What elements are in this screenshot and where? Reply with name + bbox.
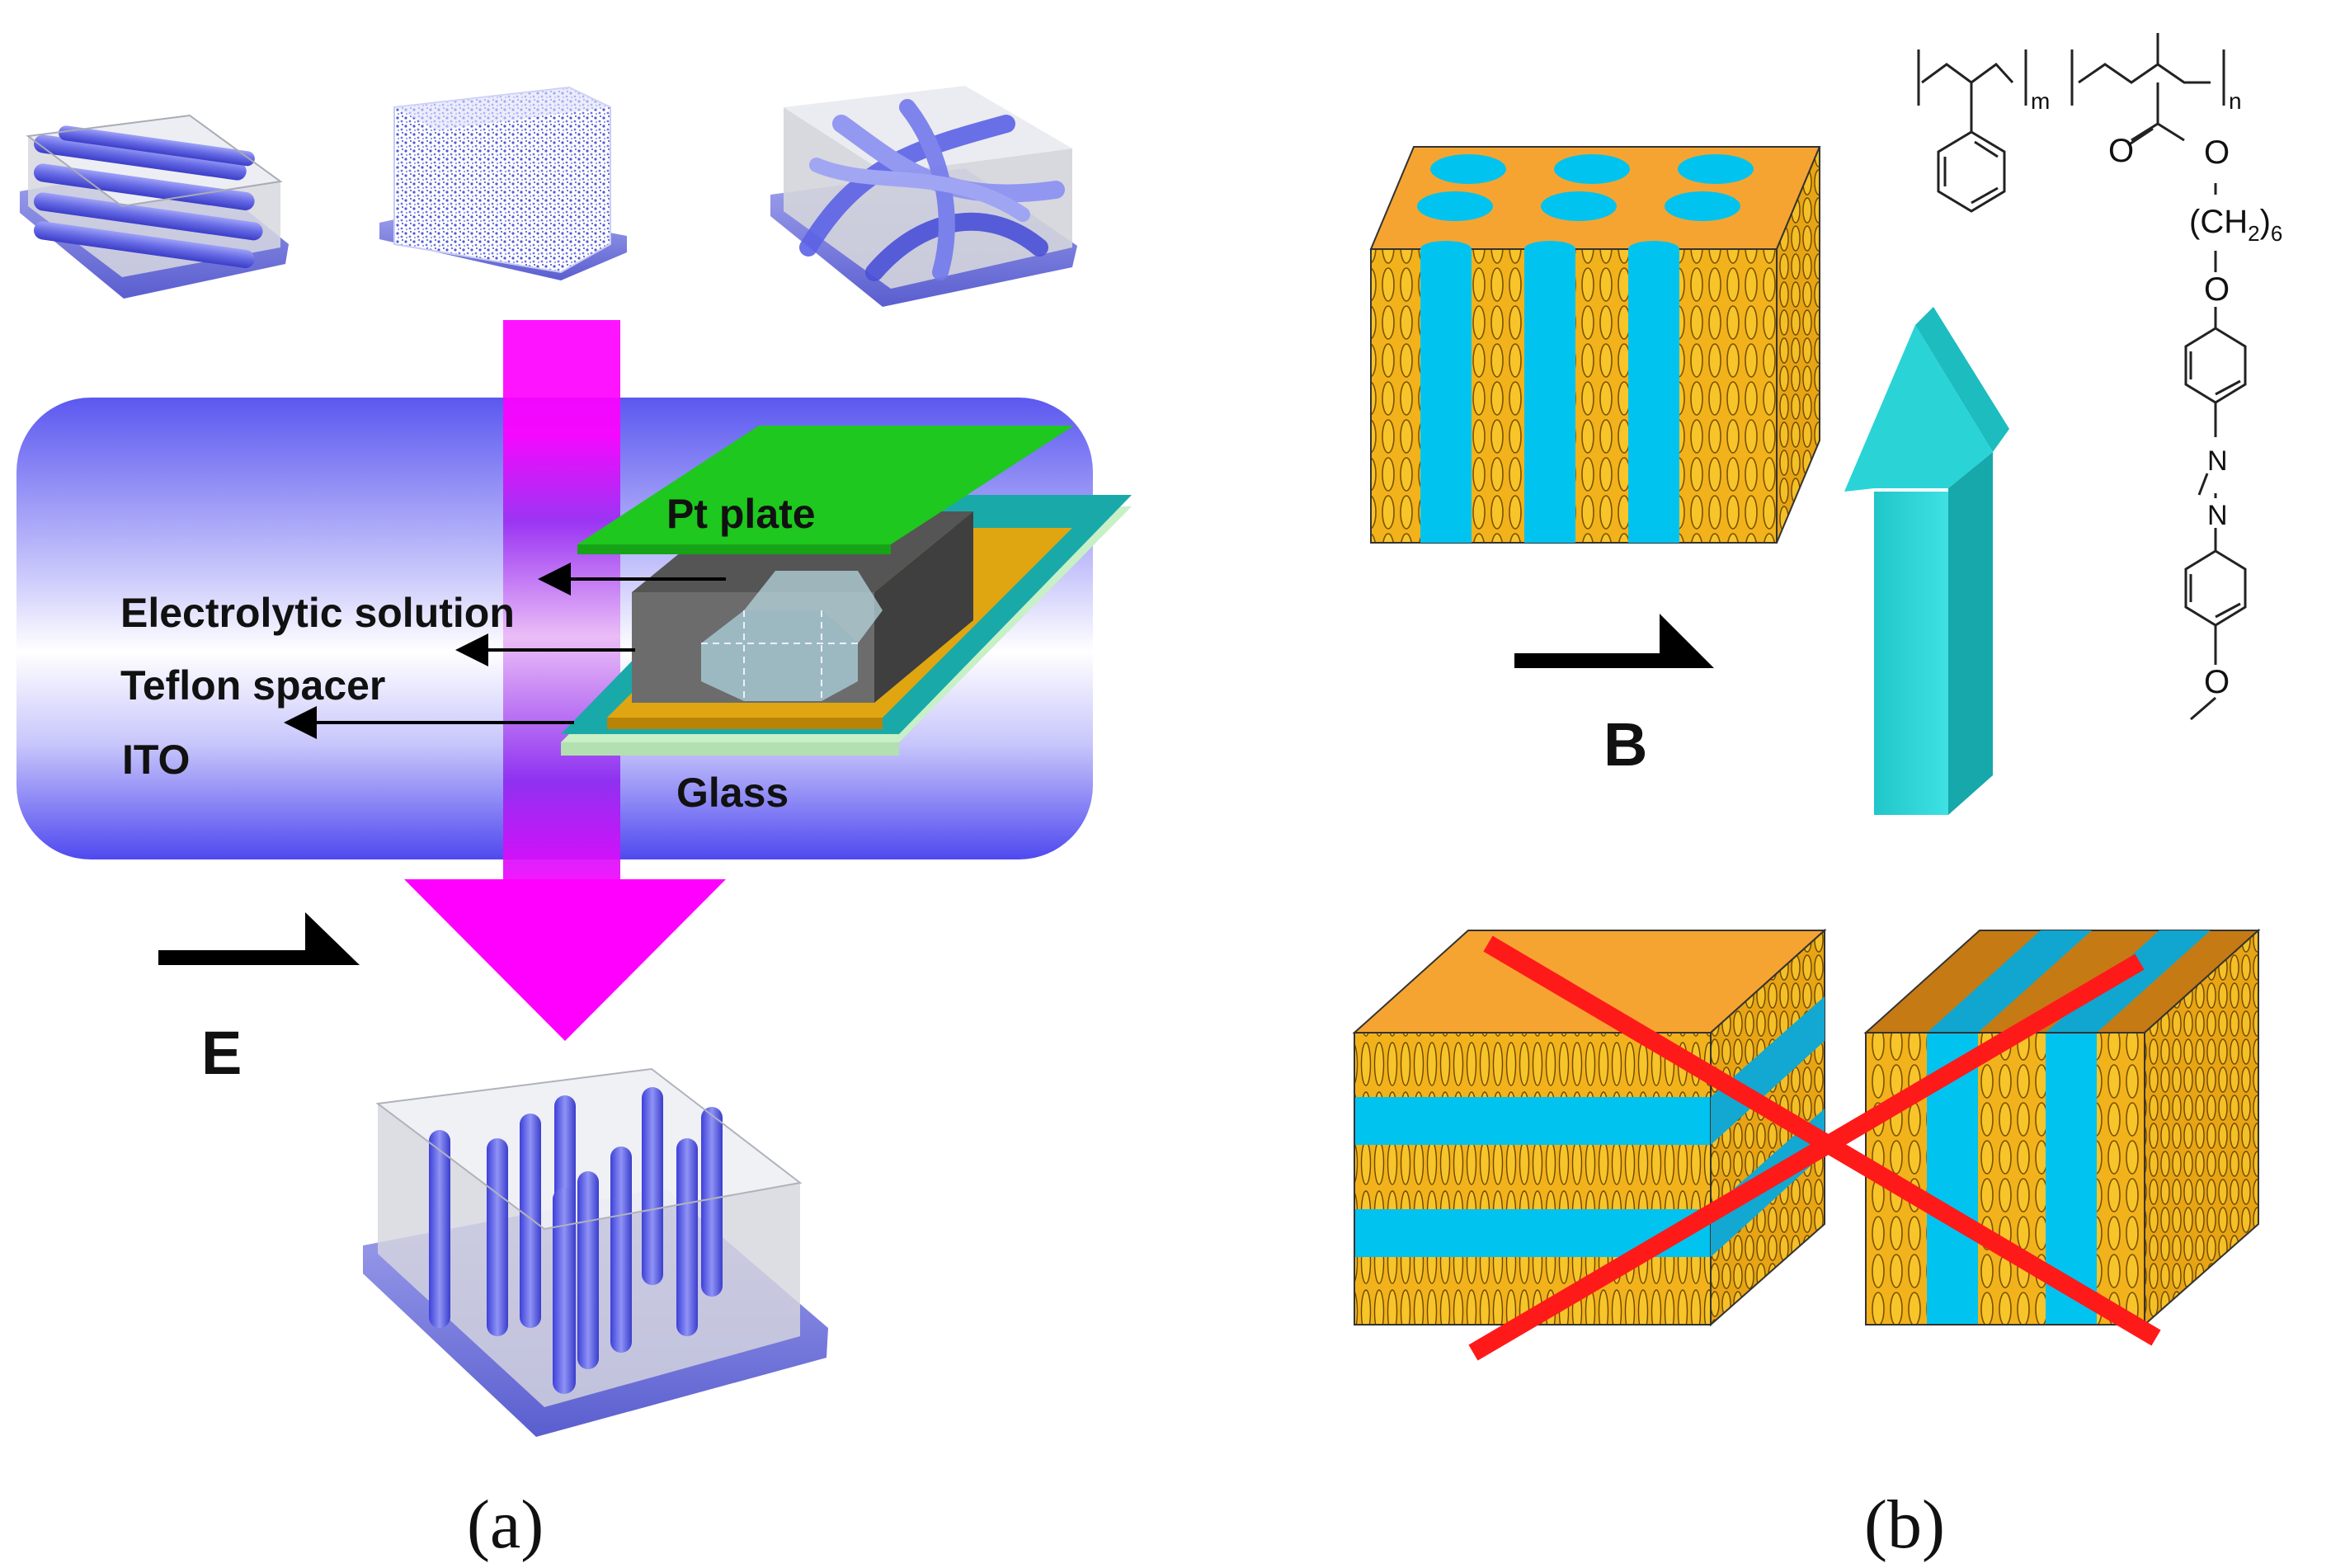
cylinder-front — [1420, 241, 1679, 543]
rod-tangled — [799, 99, 1065, 281]
chemical-structure — [1917, 33, 2247, 721]
sample-tangled-rods — [770, 86, 1077, 307]
chem-o-carbonyl: O — [2108, 133, 2134, 169]
rod-vertical — [429, 1087, 723, 1394]
magenta-beam-shaft — [503, 320, 620, 896]
label-b-field: B — [1603, 710, 1647, 779]
b-field-arrow — [1514, 614, 1714, 668]
panel-b: B — [1352, 33, 2282, 1563]
cube-lamellae-horizontal — [1352, 928, 1827, 1327]
label-e-field: E — [201, 1019, 242, 1087]
teal-up-arrow — [1844, 307, 2009, 815]
pt-plate — [577, 426, 1074, 544]
label-teflon-spacer: Teflon spacer — [120, 662, 385, 709]
sample-random-cube — [379, 86, 627, 280]
chem-ch2: (CH2)6 — [2189, 204, 2282, 246]
panel-a: Pt plate Electrolytic solution Teflon sp… — [16, 86, 1132, 1563]
red-x-rejected — [1468, 935, 2161, 1361]
magenta-beam-head — [404, 879, 726, 1041]
electrochemical-cell — [561, 426, 1132, 756]
chem-o-methoxy: O — [2204, 664, 2230, 700]
chem-o-ester: O — [2204, 134, 2230, 171]
label-electrolytic-solution: Electrolytic solution — [120, 590, 515, 636]
cube-lamellae-vertical — [1863, 928, 2261, 1327]
chem-n-azo-1: N — [2207, 445, 2228, 477]
electrolyte-cavity — [701, 610, 858, 701]
caption-a: (a) — [467, 1486, 544, 1563]
sample-horizontal-rods — [20, 114, 289, 299]
chem-subscript-m: m — [2031, 88, 2050, 114]
e-field-arrow — [158, 912, 360, 965]
chem-subscript-n: n — [2229, 88, 2242, 114]
chem-n-azo-2: N — [2207, 500, 2228, 531]
cylinder-top-ends — [1417, 154, 1754, 221]
cube-cylinders-vertical — [1369, 146, 1821, 544]
rod-horizontal — [34, 125, 263, 268]
pointer-arrows — [284, 563, 726, 739]
caption-b: (b) — [1864, 1486, 1945, 1563]
label-ito: ITO — [122, 737, 190, 783]
chemical-labels: m n O O (CH2)6 O N N O — [2031, 88, 2282, 700]
label-pt-plate: Pt plate — [666, 491, 816, 537]
chem-o-ether: O — [2204, 271, 2230, 308]
label-glass: Glass — [676, 770, 789, 816]
sample-aligned-rods — [363, 1067, 828, 1437]
